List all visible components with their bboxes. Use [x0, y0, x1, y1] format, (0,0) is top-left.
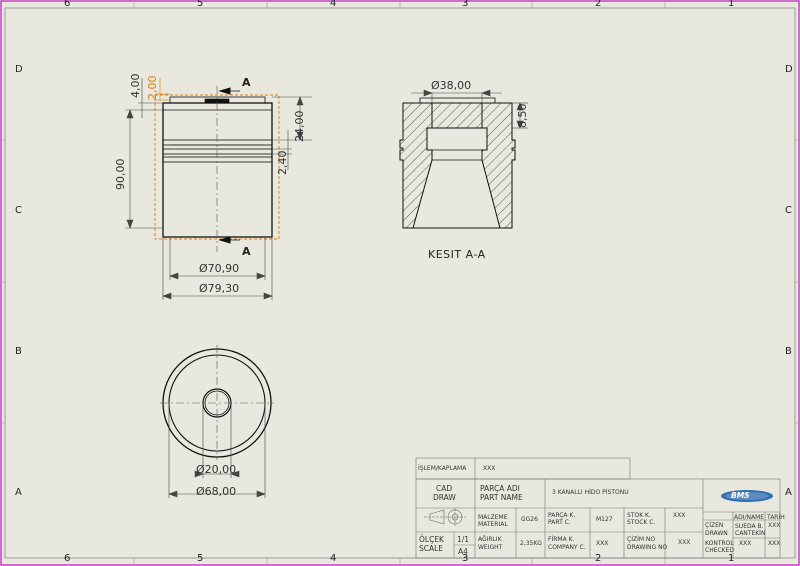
tb-company-value: XXX: [596, 540, 609, 547]
zone-col-2: 2: [595, 0, 602, 9]
front-view-dimensions: [125, 78, 312, 300]
tb-drawn-date: XXX: [768, 522, 781, 529]
tb-scale-label-2: SCALE: [419, 544, 444, 553]
zone-col-5-bottom: 5: [197, 553, 204, 564]
dim-overall-height: 90,00: [114, 158, 127, 191]
title-block: [415, 457, 781, 559]
tb-stock-label-2: STOCK C.: [627, 519, 656, 526]
tb-part-no-label-2: PART C.: [548, 519, 571, 526]
tb-stock-value: XXX: [673, 512, 686, 519]
zone-col-1: 1: [728, 0, 735, 9]
tb-drawn-label-2: DRAWN: [705, 530, 728, 537]
tb-cad-label: CAD: [436, 484, 453, 493]
tb-islem-label: İŞLEM/KAPLAMA: [418, 465, 467, 472]
tb-draw-label: DRAW: [433, 493, 456, 502]
section-marker-top: A: [242, 76, 251, 89]
tb-checked-name: XXX: [739, 540, 752, 547]
tb-logo-text: BMS: [731, 491, 750, 500]
tb-checked-label-2: CHECKED: [705, 547, 735, 554]
tb-col-date: TARİH: [767, 514, 785, 521]
zone-row-b: B: [15, 346, 22, 357]
tb-part-no-label-1: PARÇA K.: [548, 512, 576, 519]
tb-drawing-no-label-2: DRAWING NO: [627, 544, 668, 551]
dim-dia-68: Ø68,00: [196, 485, 237, 498]
bottom-view-dimensions: [168, 403, 266, 498]
zone-row-a-right: A: [785, 487, 792, 498]
dim-dia-38: Ø38,00: [431, 79, 472, 92]
tb-paper-size: A4: [458, 547, 468, 556]
zone-col-3-bottom: 3: [462, 553, 469, 564]
tb-scale-value: 1/1: [457, 535, 470, 544]
tb-drawn-label-1: ÇİZEN: [705, 522, 724, 529]
tb-drawn-name-1: SUEDA B.: [735, 523, 764, 530]
dim-top-2: 2,00: [146, 75, 159, 101]
zone-row-b-right: B: [785, 346, 792, 357]
section-caption: KESIT A-A: [428, 248, 486, 261]
zone-row-c-right: C: [785, 205, 792, 216]
zone-row-c: C: [15, 205, 22, 216]
dim-dia-20: Ø20,00: [196, 463, 237, 476]
tb-drawn-name-2: CANTEKİN: [735, 530, 766, 537]
section-marker-bottom: A: [242, 245, 251, 258]
tb-part-name-label-2: PART NAME: [480, 493, 523, 502]
zone-col-3: 3: [462, 0, 469, 9]
zone-col-6-bottom: 6: [64, 553, 71, 564]
tb-material-label-2: MATERIAL: [478, 521, 508, 528]
tb-checked-date: XXX: [768, 540, 781, 547]
zone-col-4: 4: [330, 0, 337, 9]
tb-stock-label-1: STOK K.: [627, 512, 651, 519]
bms-logo-icon: [721, 490, 773, 502]
dim-24: 24,00: [293, 110, 306, 143]
section-view-dimensions: [411, 89, 528, 129]
dim-dia-79-30: Ø79,30: [199, 282, 240, 295]
zone-col-5: 5: [197, 0, 204, 9]
tb-material-value: GG26: [521, 516, 538, 523]
bottom-view: [160, 345, 274, 460]
tb-part-name-value: 3 KANALLI HİDO PİSTONU: [552, 489, 629, 496]
zone-col-6: 6: [64, 0, 71, 9]
tb-weight-label-1: AĞIRLIK: [478, 536, 502, 543]
drawing-frame: [4, 7, 796, 559]
dim-8-50: 8,50: [516, 103, 529, 129]
tb-drawing-no-label-1: ÇİZİM NO: [627, 536, 656, 543]
section-view: [399, 97, 516, 229]
tb-col-name: ADI/NAME: [734, 514, 765, 521]
tb-drawing-no-value: XXX: [678, 539, 691, 546]
tb-part-no-value: M127: [596, 516, 613, 523]
tb-company-label-1: FİRMA K.: [548, 536, 575, 543]
tb-company-label-2: COMPANY C.: [548, 544, 586, 551]
tb-scale-label-1: ÖLÇEK: [419, 535, 444, 544]
dim-top-4: 4,00: [129, 73, 142, 99]
tb-weight-value: 2,35KG: [520, 540, 542, 547]
zone-col-4-bottom: 4: [330, 553, 337, 564]
zone-row-a: A: [15, 487, 22, 498]
tb-material-label-1: MALZEME: [478, 514, 508, 521]
tb-checked-label-1: KONTROL: [705, 540, 734, 547]
zone-row-d: D: [15, 64, 23, 75]
tb-islem-value: XXX: [483, 465, 496, 472]
zone-row-d-right: D: [785, 64, 793, 75]
tb-part-name-label-1: PARÇA ADI: [480, 484, 520, 493]
projection-symbol-icon: [424, 508, 466, 526]
tb-weight-label-2: WEIGHT: [478, 544, 503, 551]
zone-col-1-bottom: 1: [728, 553, 735, 564]
dim-dia-70-90: Ø70,90: [199, 262, 240, 275]
zone-col-2-bottom: 2: [595, 553, 602, 564]
dim-2-40: 2,40: [276, 150, 289, 176]
front-view: [154, 86, 280, 252]
